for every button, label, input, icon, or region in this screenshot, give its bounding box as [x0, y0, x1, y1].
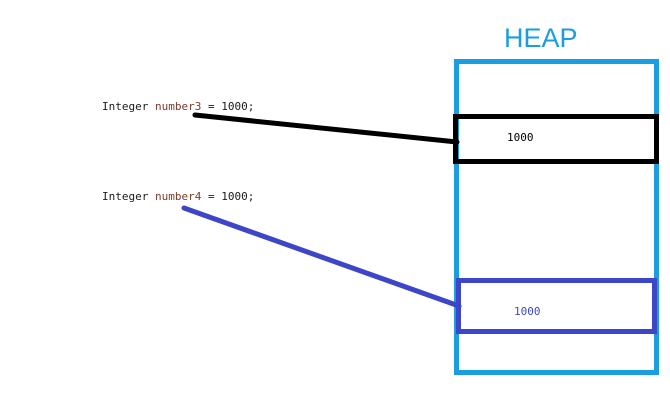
assignment-number4: = 1000; — [201, 190, 254, 203]
heap-object-1 — [453, 114, 659, 164]
code-statement-number4: Integer number4 = 1000; — [102, 190, 254, 203]
heap-object-2-value: 1000 — [514, 305, 541, 318]
heap-object-2 — [456, 278, 657, 334]
reference-line-number4 — [181, 205, 462, 309]
heap-title: HEAP — [504, 23, 578, 53]
variable-name-number3: number3 — [155, 100, 201, 113]
variable-name-number4: number4 — [155, 190, 202, 203]
reference-line-number3 — [192, 112, 460, 145]
code-statement-number3: Integer number3 = 1000; — [102, 100, 254, 113]
type-keyword: Integer — [102, 190, 149, 203]
heap-object-1-value: 1000 — [507, 131, 534, 144]
type-keyword: Integer — [102, 100, 149, 113]
heap-container — [454, 59, 659, 375]
assignment-number3: = 1000; — [201, 100, 254, 113]
